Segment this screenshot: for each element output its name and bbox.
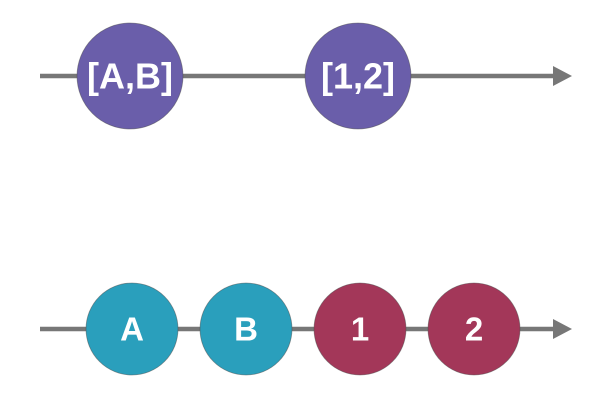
top-marble-ab-label: [A,B] (87, 56, 173, 97)
bottom-marble-b-label: B (234, 311, 258, 348)
bottom-marble-1: 1 (313, 282, 407, 376)
bottom-marble-1-circle (313, 282, 407, 376)
top-timeline: [A,B] [1,2] (40, 22, 572, 130)
bottom-marble-2-circle (427, 282, 521, 376)
bottom-marble-2-label: 2 (465, 311, 483, 348)
bottom-marble-a-label: A (120, 311, 144, 348)
top-marble-12-circle (304, 22, 412, 130)
top-marble-12: [1,2] (304, 22, 412, 130)
bottom-marble-b: B (199, 282, 293, 376)
top-marble-ab: [A,B] (76, 22, 184, 130)
bottom-marble-a-circle (85, 282, 179, 376)
bottom-marble-a: A (85, 282, 179, 376)
bottom-timeline-arrow-icon (553, 319, 572, 339)
top-marble-ab-circle (76, 22, 184, 130)
bottom-marble-b-circle (199, 282, 293, 376)
bottom-timeline: A B 1 2 (40, 282, 572, 376)
top-timeline-arrow-icon (553, 66, 572, 86)
top-marble-12-label: [1,2] (321, 56, 395, 97)
bottom-marble-1-label: 1 (351, 311, 369, 348)
bottom-marble-2: 2 (427, 282, 521, 376)
